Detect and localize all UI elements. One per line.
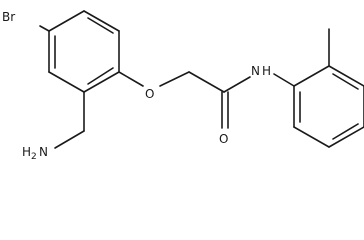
bond-a1 xyxy=(48,10,85,32)
atom-br: Br xyxy=(2,10,15,24)
bond-a5 xyxy=(48,71,85,93)
atom-nh2-subscript: 2 xyxy=(31,152,37,159)
atom-h-amide: H xyxy=(262,64,271,78)
atom-o-carbonyl: O xyxy=(219,132,228,146)
bond-br xyxy=(39,25,50,32)
bond-b3 xyxy=(328,126,364,148)
ring-b xyxy=(293,65,364,148)
bond-a-double-2 xyxy=(87,67,114,85)
bond-a2 xyxy=(83,10,120,32)
bond-o-ch2 xyxy=(159,71,190,87)
structure-canvas: Br H N 2 O O N H xyxy=(2,10,364,159)
ring-a xyxy=(48,10,120,93)
bond-b6 xyxy=(293,65,330,87)
molecule-diagram: Br H N 2 O O N H xyxy=(2,10,364,159)
bond-n-ring xyxy=(273,73,295,87)
bond-c-n xyxy=(223,76,251,93)
bond-a4 xyxy=(83,71,120,93)
bond-b5 xyxy=(328,65,364,87)
atom-nh2-h: H xyxy=(22,145,31,159)
bond-ring-o xyxy=(118,71,144,87)
atom-n-amide: N xyxy=(251,64,260,78)
bond-a-double-1 xyxy=(87,17,114,34)
bond-b-double-2 xyxy=(332,123,359,140)
atom-nh2-n: N xyxy=(39,145,48,159)
bond-ch2-c xyxy=(188,71,225,93)
bond-b-double-3 xyxy=(332,73,359,90)
bond-ch2-n xyxy=(54,130,85,149)
atom-o-ether: O xyxy=(145,87,154,101)
bond-b2 xyxy=(293,126,330,148)
